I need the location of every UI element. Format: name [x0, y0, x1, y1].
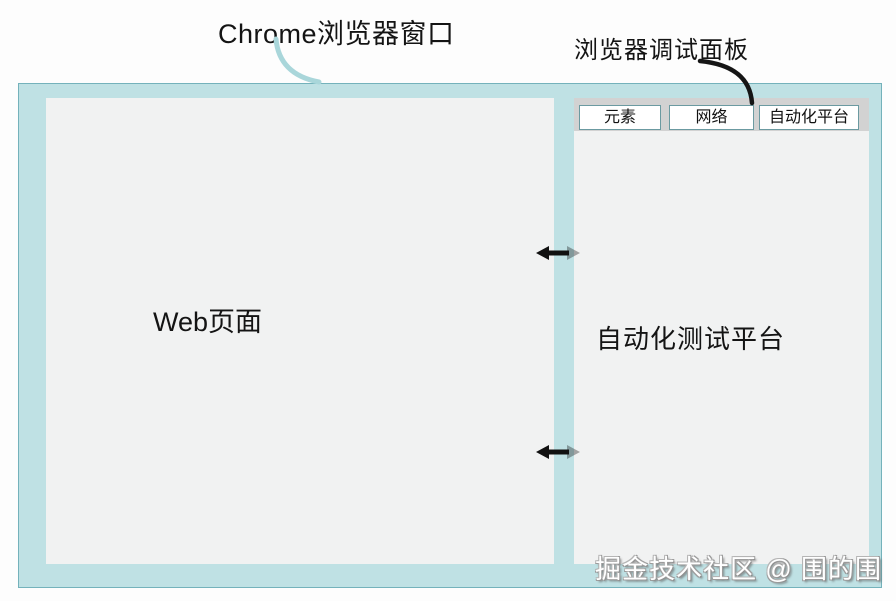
- web-page-label: Web页面: [153, 307, 263, 337]
- devtools-panel-label: 浏览器调试面板: [574, 37, 749, 64]
- tab-automation-platform[interactable]: 自动化平台: [759, 105, 859, 130]
- devtools-tabstrip: 元素 网络 自动化平台: [574, 98, 869, 131]
- tab-elements[interactable]: 元素: [579, 105, 661, 130]
- chrome-browser-window: Web页面 元素 网络 自动化平台 自动化测试平台: [18, 83, 882, 588]
- tab-network[interactable]: 网络: [669, 105, 754, 130]
- automation-platform-label: 自动化测试平台: [596, 324, 786, 354]
- chrome-window-label: Chrome浏览器窗口: [218, 19, 455, 49]
- watermark: 掘金技术社区 @ 围的围: [595, 554, 882, 584]
- web-page-panel: Web页面: [46, 98, 554, 564]
- automation-platform-panel: 自动化测试平台: [574, 131, 869, 564]
